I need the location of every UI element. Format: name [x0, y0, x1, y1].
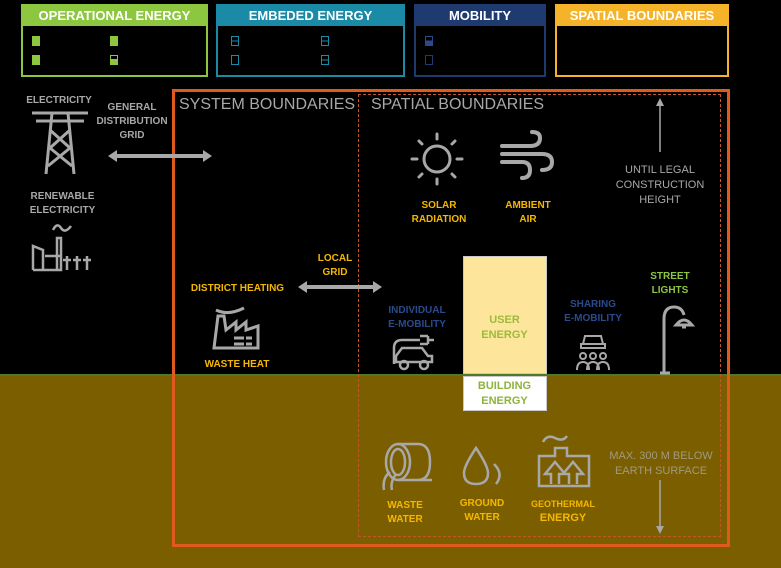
text-line: AIR	[519, 214, 537, 225]
legend-marker	[425, 36, 433, 46]
legend-marker	[321, 36, 329, 46]
text-line: GRID	[322, 267, 348, 278]
text-line: GEOTHERMAL	[531, 499, 595, 509]
sewer-pipe-icon	[382, 442, 432, 491]
ground-water-label: GROUND WATER	[450, 497, 514, 525]
text-line: BUILDING	[477, 380, 532, 392]
text-line: ELECTRICITY	[29, 205, 96, 216]
factory-icon	[212, 306, 260, 350]
text-line: CONSTRUCTION	[615, 179, 705, 191]
wind-icon	[500, 130, 555, 180]
legend-marker	[32, 55, 40, 65]
text-line: USER	[489, 314, 520, 326]
ambient-air-label: AMBIENT AIR	[490, 199, 566, 227]
text-line: RADIATION	[411, 214, 467, 225]
street-lamp-icon	[660, 305, 696, 375]
renewable-electricity-label: RENEWABLE ELECTRICITY	[25, 190, 100, 218]
text-line: E-MOBILITY	[388, 319, 446, 330]
local-grid-label: LOCAL GRID	[310, 252, 360, 280]
electricity-label: ELECTRICITY	[26, 95, 92, 106]
text-line: ENERGY	[481, 329, 528, 341]
legend-spatial-boundaries: SPATIAL BOUNDARIES	[555, 4, 729, 77]
sun-icon	[410, 132, 464, 186]
arrow-down-icon	[656, 480, 664, 534]
geothermal-plant-icon	[537, 435, 591, 488]
text-line: INDIVIDUAL	[388, 305, 446, 316]
double-arrow-icon	[108, 150, 212, 162]
text-line: WATER	[464, 512, 500, 523]
legend-title: SPATIAL BOUNDARIES	[557, 6, 727, 26]
legend-marker	[321, 55, 329, 65]
car-sharing-icon	[576, 335, 610, 371]
water-drop-icon	[462, 445, 501, 486]
legend-operational-energy: OPERATIONAL ENERGY	[21, 4, 208, 77]
text-line: RENEWABLE	[30, 191, 95, 202]
renewable-plant-icon	[31, 224, 91, 272]
legend-title: OPERATIONAL ENERGY	[23, 6, 206, 26]
electric-car-icon	[392, 334, 434, 371]
legend-embeded-energy: EMBEDED ENERGY	[216, 4, 405, 77]
spatial-boundary	[358, 94, 721, 537]
text-line: MAX. 300 M BELOW	[609, 450, 713, 462]
street-lights-label: STREET LIGHTS	[640, 270, 700, 298]
double-arrow-icon	[298, 281, 382, 293]
legend-marker	[425, 55, 433, 65]
solar-radiation-label: SOLAR RADIATION	[400, 199, 478, 227]
legend-marker	[231, 55, 239, 65]
text-line: EARTH SURFACE	[614, 465, 708, 477]
waste-water-label: WASTE WATER	[380, 499, 430, 527]
text-line: UNTIL LEGAL	[625, 164, 695, 176]
text-line: GRID	[119, 130, 145, 141]
text-line: LOCAL	[317, 253, 353, 264]
building-energy-box: BUILDING ENERGY	[463, 376, 547, 411]
height-label: UNTIL LEGAL CONSTRUCTION HEIGHT	[610, 163, 710, 208]
legend-marker	[231, 36, 239, 46]
geothermal-label: GEOTHERMAL ENERGY	[528, 497, 598, 525]
text-line: SOLAR	[421, 200, 457, 211]
legend-marker	[110, 55, 118, 65]
individual-mobility-label: INDIVIDUAL E-MOBILITY	[378, 304, 456, 332]
legend-marker	[110, 36, 118, 46]
ground-area	[0, 374, 781, 568]
general-grid-label: GENERAL DISTRIBUTION GRID	[96, 101, 168, 143]
legend-title: EMBEDED ENERGY	[218, 6, 403, 26]
system-boundary	[172, 89, 730, 547]
spatial-boundaries-label: SPATIAL BOUNDARIES	[371, 96, 545, 113]
sharing-mobility-label: SHARING E-MOBILITY	[555, 298, 631, 326]
text-line: SHARING	[569, 299, 617, 310]
system-boundaries-label: SYSTEM BOUNDARIES	[179, 96, 356, 113]
waste-heat-label: WASTE HEAT	[204, 359, 270, 370]
arrow-up-icon	[656, 98, 664, 152]
text-line: E-MOBILITY	[564, 313, 622, 324]
text-line: GENERAL	[107, 102, 157, 113]
text-line: WATER	[387, 514, 423, 525]
district-heating-label: DISTRICT HEATING	[190, 283, 285, 294]
legend-title: MOBILITY	[416, 6, 544, 26]
text-line: ENERGY	[481, 395, 528, 407]
text-line: GROUND	[459, 498, 505, 509]
text-line: ENERGY	[539, 512, 587, 524]
text-line: DISTRIBUTION	[96, 116, 168, 127]
text-line: AMBIENT	[505, 200, 551, 211]
legend-mobility: MOBILITY	[414, 4, 546, 77]
legend-marker	[32, 36, 40, 46]
text-line: STREET	[650, 271, 690, 282]
text-line: WASTE	[387, 500, 423, 511]
text-line: HEIGHT	[639, 194, 681, 206]
power-tower-icon	[32, 111, 88, 175]
user-energy-box: USER ENERGY	[463, 256, 547, 374]
depth-label: MAX. 300 M BELOW EARTH SURFACE	[603, 449, 719, 479]
text-line: LIGHTS	[651, 285, 689, 296]
